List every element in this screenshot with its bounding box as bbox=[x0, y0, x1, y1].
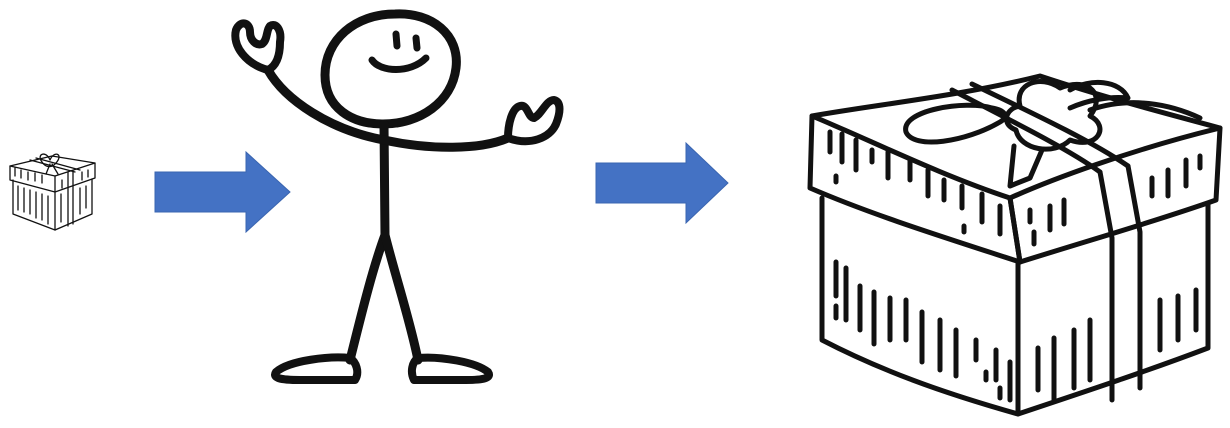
stick-figure-foot-left bbox=[275, 358, 357, 380]
small-gift-box-icon bbox=[10, 154, 95, 230]
gift-ribbon-vertical bbox=[1100, 166, 1140, 400]
stick-figure-hand-right bbox=[508, 100, 560, 141]
stick-figure-eye-left bbox=[396, 34, 397, 46]
stick-figure-eye-right bbox=[416, 38, 417, 48]
arrow-1 bbox=[155, 152, 290, 232]
arrow-2 bbox=[596, 143, 728, 223]
large-gift-box-icon bbox=[810, 76, 1220, 414]
stick-figure-foot-right bbox=[412, 358, 489, 380]
stick-figure-hand-left bbox=[235, 23, 280, 70]
stick-figure-leg-right bbox=[385, 235, 418, 360]
stick-figure-leg-left bbox=[350, 235, 385, 360]
stick-figure-arm-right bbox=[384, 138, 508, 147]
stick-figure-smile bbox=[372, 58, 426, 70]
